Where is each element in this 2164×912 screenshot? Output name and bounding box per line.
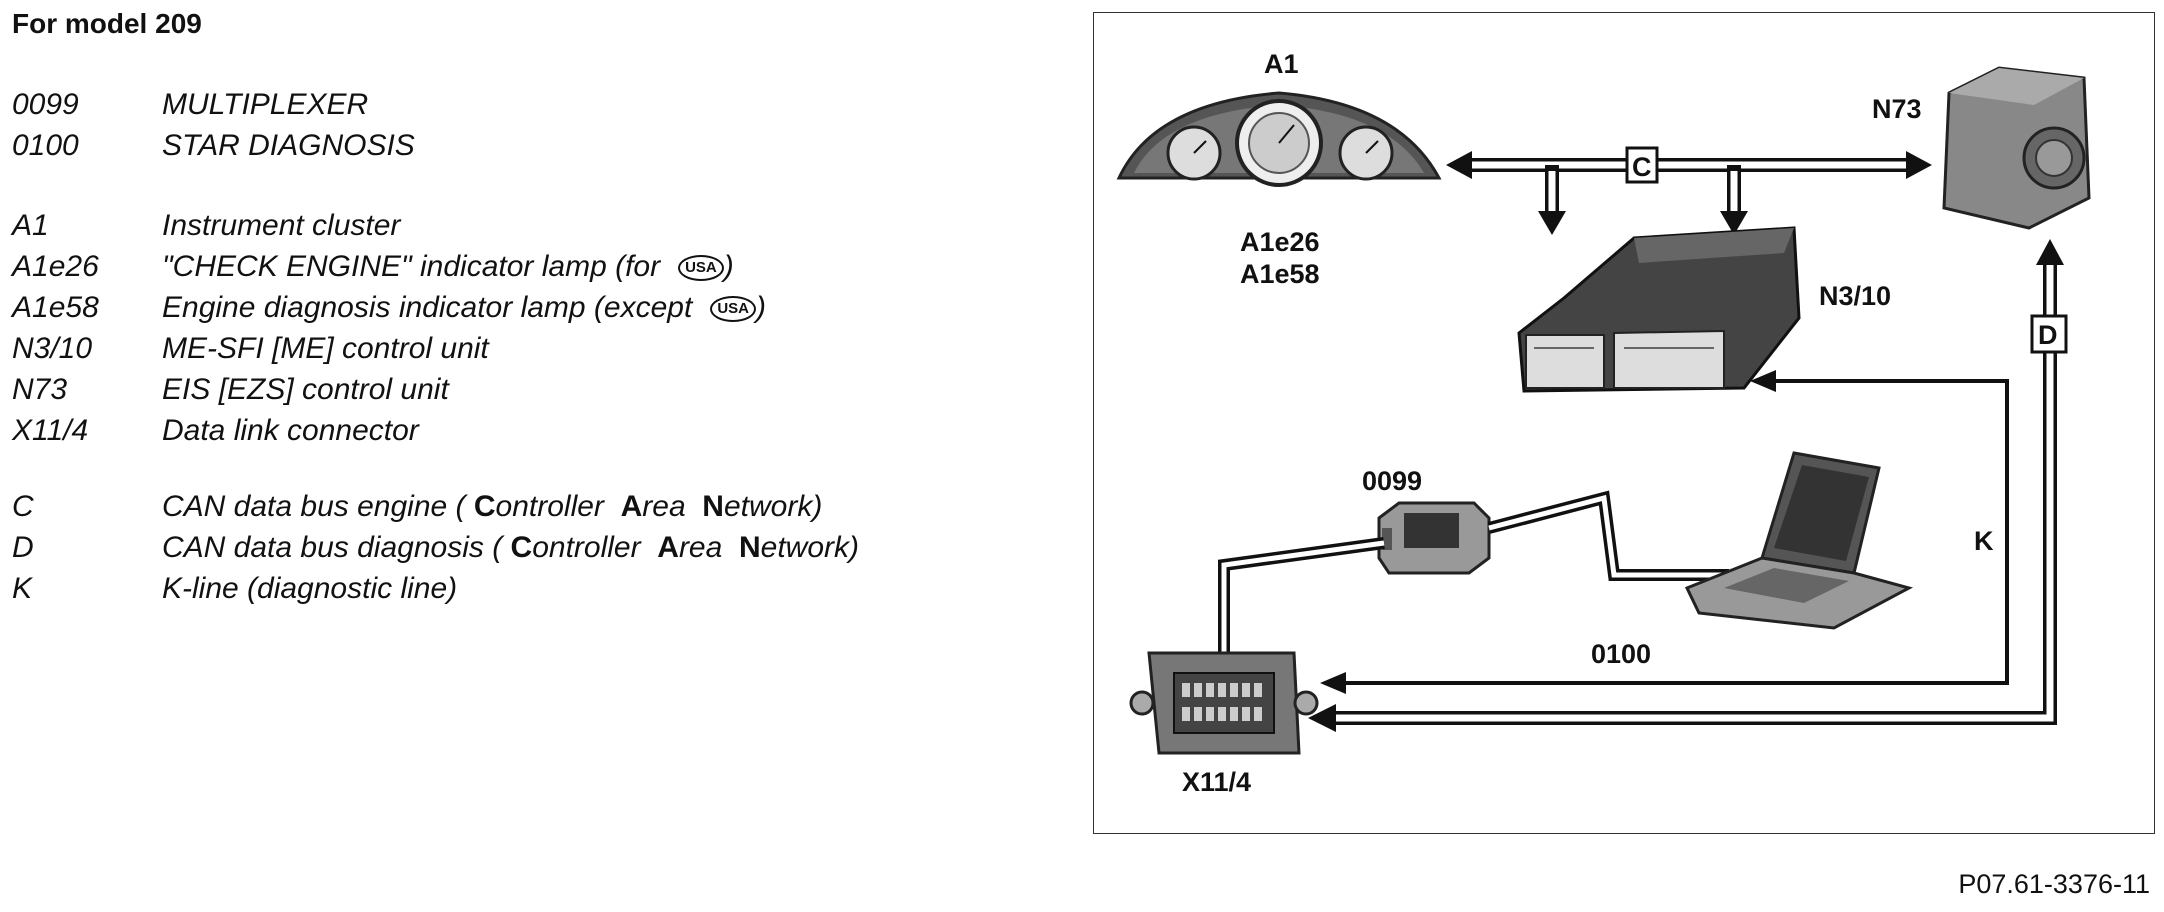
bus-d-box xyxy=(2030,314,2068,354)
acronym-rest: etwork) xyxy=(723,490,823,523)
diagram-frame: A1 A1e26 A1e58 C N73 xyxy=(1093,12,2155,834)
legend-desc: EIS [EZS] control unit xyxy=(162,373,449,406)
eis-control-unit-icon xyxy=(1942,66,2091,230)
wiring-diagram: A1 A1e26 A1e58 C N73 xyxy=(1116,49,2091,797)
page-heading: For model 209 xyxy=(12,8,202,39)
legend-code: N73 xyxy=(12,373,68,406)
legend-desc-tail: ) xyxy=(723,250,734,283)
acronym-letter: N xyxy=(702,490,724,523)
legend-code: A1e26 xyxy=(12,250,99,283)
legend-code: A1e58 xyxy=(12,291,99,324)
legend-code: K xyxy=(12,572,33,605)
legend-desc: CAN data bus diagnosis ( Controller Area… xyxy=(162,531,859,565)
legend-desc: CAN data bus engine ( Controller Area Ne… xyxy=(162,490,822,524)
label-n73: N73 xyxy=(1872,94,1922,124)
acronym-rest: rea xyxy=(678,531,723,564)
legend-code: 0100 xyxy=(12,129,79,162)
label-0100: 0100 xyxy=(1591,639,1651,669)
legend-desc: ME-SFI [ME] control unit xyxy=(162,332,489,365)
legend-code: D xyxy=(12,531,34,564)
legend-desc-text: CAN data bus engine ( xyxy=(162,490,466,523)
me-control-unit-icon xyxy=(1517,226,1801,393)
label-x114: X11/4 xyxy=(1182,767,1251,797)
usa-badge-icon: USA xyxy=(710,296,756,322)
figure-reference: P07.61-3376-11 xyxy=(1958,869,2150,899)
acronym-letter: A xyxy=(620,490,643,523)
legend-code: X11/4 xyxy=(12,414,89,447)
legend-code: A1 xyxy=(12,209,49,242)
instrument-cluster-icon xyxy=(1116,91,1442,187)
multiplexer-icon xyxy=(1377,501,1491,575)
data-link-connector-icon xyxy=(1129,651,1319,755)
legend-desc-text: "CHECK ENGINE" indicator lamp (for xyxy=(162,250,661,283)
acronym-rest: ontroller xyxy=(532,531,641,564)
acronym-letter: C xyxy=(473,490,496,523)
usa-badge-icon: USA xyxy=(678,255,724,281)
laptop-icon xyxy=(1684,451,1914,630)
can-bus-c xyxy=(1446,151,1932,235)
label-c: C xyxy=(1632,152,1652,182)
cable-multiplexer-to-connector xyxy=(1218,537,1385,663)
label-k: K xyxy=(1974,526,1994,556)
legend-desc: K-line (diagnostic line) xyxy=(162,572,458,605)
acronym-rest: rea xyxy=(642,490,686,523)
legend-desc-text: Engine diagnosis indicator lamp (except xyxy=(162,291,693,324)
label-d: D xyxy=(2038,320,2058,350)
label-a1e26: A1e26 xyxy=(1240,227,1320,257)
legend-desc: "CHECK ENGINE" indicator lamp (for USA) xyxy=(162,250,734,284)
legend-desc: Instrument cluster xyxy=(162,209,401,242)
legend-desc-text: CAN data bus diagnosis ( xyxy=(162,531,503,564)
can-bus-d xyxy=(1308,239,2064,732)
acronym-rest: etwork) xyxy=(760,531,859,564)
label-a1e58: A1e58 xyxy=(1240,259,1320,289)
acronym-letter: N xyxy=(738,531,761,564)
legend-desc: STAR DIAGNOSIS xyxy=(162,129,415,162)
label-a1: A1 xyxy=(1264,49,1299,79)
legend-desc: Data link connector xyxy=(162,414,419,447)
acronym-rest: ontroller xyxy=(495,490,604,523)
acronym-letter: C xyxy=(510,531,533,564)
legend-desc: Engine diagnosis indicator lamp (except U… xyxy=(162,291,766,325)
acronym-letter: A xyxy=(657,531,679,564)
bus-c-box xyxy=(1625,146,1659,184)
cable-multiplexer-to-laptop xyxy=(1487,490,1729,581)
label-0099: 0099 xyxy=(1362,466,1422,496)
legend-code: N3/10 xyxy=(12,332,93,365)
legend-desc: MULTIPLEXER xyxy=(162,88,369,121)
legend-code: 0099 xyxy=(12,88,79,121)
k-line xyxy=(1320,370,2009,694)
label-n310: N3/10 xyxy=(1819,281,1891,311)
legend-desc-tail: ) xyxy=(755,291,766,324)
legend-code: C xyxy=(12,490,34,523)
